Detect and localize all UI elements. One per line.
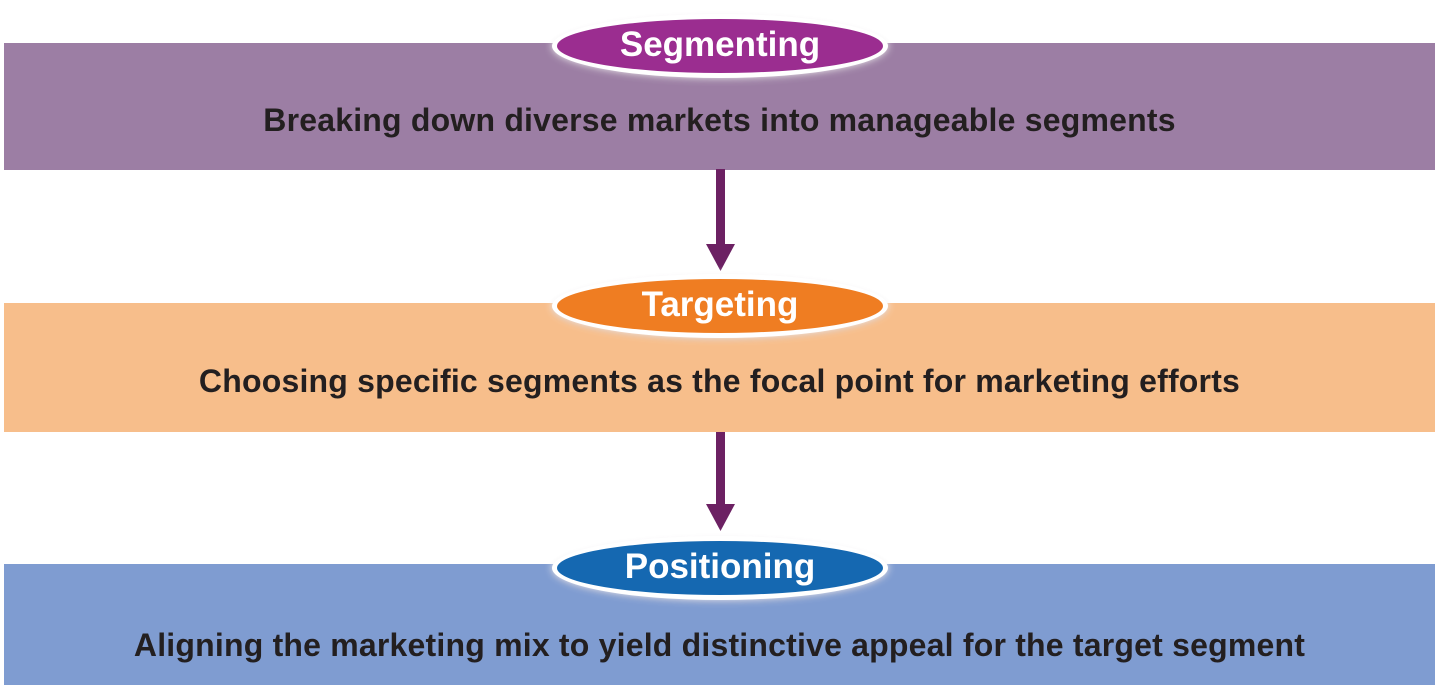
arrow-down-head <box>706 504 735 531</box>
arrow-down-head <box>706 244 735 271</box>
targeting-band: Choosing specific segments as the focal … <box>4 303 1435 432</box>
segmenting-ellipse: Segmenting <box>552 14 888 78</box>
targeting-ellipse: Targeting <box>552 274 888 338</box>
arrow-down-shaft <box>716 169 725 246</box>
positioning-description: Aligning the marketing mix to yield dist… <box>133 626 1306 663</box>
targeting-description: Choosing specific segments as the focal … <box>198 362 1241 399</box>
positioning-ellipse: Positioning <box>552 536 888 600</box>
arrow-down-shaft <box>716 432 725 506</box>
targeting-ellipse-label: Targeting <box>641 285 799 324</box>
segmenting-description: Breaking down diverse markets into manag… <box>263 101 1176 138</box>
segmenting-ellipse-label: Segmenting <box>619 25 821 64</box>
positioning-ellipse-label: Positioning <box>624 547 816 586</box>
positioning-band: Aligning the marketing mix to yield dist… <box>4 564 1435 685</box>
